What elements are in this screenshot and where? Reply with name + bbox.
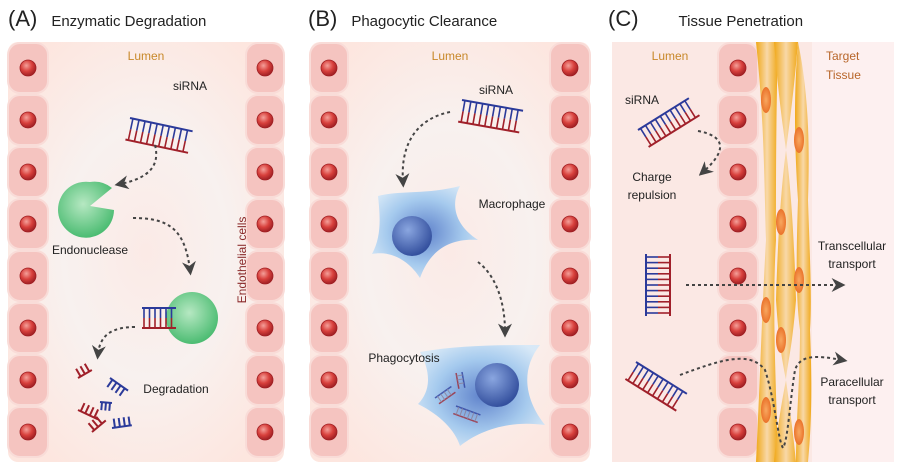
lumen-label: Lumen — [128, 49, 165, 63]
cell-nucleus-icon — [19, 215, 37, 233]
cell-nucleus-icon — [729, 267, 747, 285]
cell-nucleus-icon — [320, 423, 338, 441]
charge-repulsion-label-line2: repulsion — [628, 188, 677, 202]
sirna-duplex-icon — [637, 97, 701, 148]
panel-b-title: (B) Phagocytic Clearance — [308, 6, 497, 32]
cell-nucleus-icon — [256, 215, 274, 233]
cell-nucleus-icon — [256, 111, 274, 129]
cell-nucleus-icon — [19, 267, 37, 285]
cell-nucleus-icon — [256, 163, 274, 181]
target-tissue-label-line1: Target — [826, 49, 860, 63]
panel-c: Lumen Target Tissue siRNA Charge repulsi… — [612, 42, 894, 462]
panel-b-heading: Phagocytic Clearance — [351, 13, 498, 30]
cell-nucleus-icon — [256, 267, 274, 285]
macrophage-label: Macrophage — [479, 197, 546, 211]
arrow-charge-repulsion — [697, 130, 722, 176]
arrow-paracellular — [679, 351, 848, 450]
cell-nucleus-icon — [19, 163, 37, 181]
cell-nucleus-icon — [320, 215, 338, 233]
target-tissue-label-line2: Tissue — [826, 68, 861, 82]
phagocytosis-label: Phagocytosis — [368, 351, 439, 365]
paracellular-label-line2: transport — [828, 393, 876, 407]
panel-a-title: (A) Enzymatic Degradation — [8, 6, 206, 32]
endothelial-column-right — [245, 42, 285, 458]
cell-nucleus-icon — [19, 371, 37, 389]
charge-repulsion-label-line1: Charge — [632, 170, 672, 184]
arrow-sirna-to-macrophage — [395, 111, 451, 188]
arrow-to-phagocytosis — [477, 261, 512, 338]
arrow-sirna-to-enzyme — [114, 144, 158, 190]
cell-nucleus-icon — [19, 423, 37, 441]
lumen-label: Lumen — [652, 49, 689, 63]
cell-nucleus-icon — [19, 319, 37, 337]
cell-nucleus-icon — [561, 111, 579, 129]
panel-c-heading: Tissue Penetration — [678, 13, 804, 30]
macrophage-nucleus-icon — [475, 363, 519, 407]
endonuclease-icon — [58, 181, 114, 238]
degradation-label: Degradation — [143, 382, 208, 396]
cell-nucleus-icon — [729, 59, 747, 77]
cell-nucleus-icon — [19, 111, 37, 129]
endothelial-column-left — [7, 42, 49, 458]
panel-a-heading: Enzymatic Degradation — [51, 13, 207, 30]
panel-a: Lumen siRNA Endothelial cells Endonuclea… — [7, 42, 285, 462]
endonuclease-label: Endonuclease — [52, 243, 128, 257]
sirna-label: siRNA — [625, 93, 659, 107]
transcellular-label-line1: Transcellular — [818, 239, 886, 253]
cell-nucleus-icon — [561, 423, 579, 441]
cell-nucleus-icon — [729, 319, 747, 337]
cell-nucleus-icon — [256, 371, 274, 389]
lumen-label: Lumen — [432, 49, 469, 63]
arrow-enzyme-to-binding — [132, 217, 196, 276]
sirna-label: siRNA — [479, 83, 513, 97]
panel-b: Lumen siRNA Macrophage Phagocytosis — [309, 42, 591, 462]
cell-nucleus-icon — [561, 163, 579, 181]
cell-nucleus-icon — [320, 267, 338, 285]
cell-nucleus-icon — [256, 319, 274, 337]
enzyme-bound-icon — [166, 292, 218, 344]
cell-nucleus-icon — [729, 423, 747, 441]
cell-nucleus-icon — [256, 59, 274, 77]
cell-nucleus-icon — [561, 267, 579, 285]
cell-nucleus-icon — [561, 371, 579, 389]
panel-c-letter: (C) — [608, 6, 639, 31]
cell-nucleus-icon — [729, 111, 747, 129]
cell-nucleus-icon — [561, 59, 579, 77]
sirna-fragment-bound-icon — [142, 307, 176, 329]
cell-nucleus-icon — [19, 59, 37, 77]
engulfed-sirna-icon — [434, 371, 481, 424]
cell-nucleus-icon — [320, 59, 338, 77]
lumen-background — [8, 42, 284, 462]
paracellular-label-line1: Paracellular — [820, 375, 883, 389]
endothelial-column — [717, 42, 759, 458]
sirna-duplex-icon — [125, 117, 193, 154]
sirna-duplex-icon — [458, 99, 524, 134]
panel-b-letter: (B) — [308, 6, 338, 31]
tissue-nuclei — [761, 87, 804, 445]
endothelial-cells-label: Endothelial cells — [235, 217, 249, 304]
cell-nucleus-icon — [729, 215, 747, 233]
cell-nucleus-icon — [320, 111, 338, 129]
cell-nucleus-icon — [320, 371, 338, 389]
cell-nucleus-icon — [561, 319, 579, 337]
sirna-duplex-vertical-icon — [645, 254, 671, 316]
cell-nucleus-icon — [256, 423, 274, 441]
sirna-label: siRNA — [173, 79, 207, 93]
target-tissue-background — [812, 42, 894, 462]
degraded-fragments-icon — [75, 363, 132, 433]
endothelial-column-right — [549, 42, 591, 458]
cell-nucleus-icon — [729, 371, 747, 389]
panel-a-letter: (A) — [8, 6, 38, 31]
transcellular-label-line2: transport — [828, 257, 876, 271]
cell-nucleus-icon — [320, 319, 338, 337]
cell-nucleus-icon — [320, 163, 338, 181]
sirna-duplex-icon — [624, 361, 688, 412]
cell-nucleus-icon — [729, 163, 747, 181]
cell-nucleus-icon — [561, 215, 579, 233]
macrophage-nucleus-icon — [392, 216, 432, 256]
endothelial-column-left — [309, 42, 349, 458]
panel-c-title: (C) Tissue Penetration — [608, 6, 803, 32]
